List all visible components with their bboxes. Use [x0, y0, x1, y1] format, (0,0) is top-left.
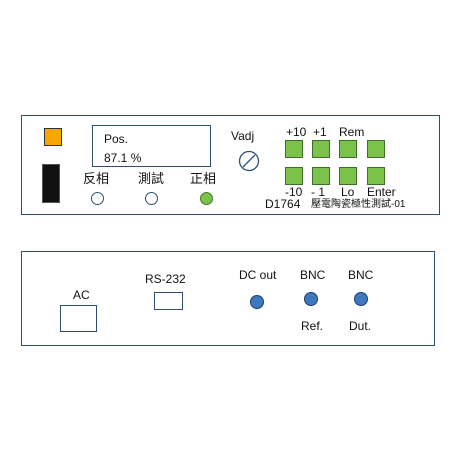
mode-led-reverse — [91, 192, 104, 205]
bnc-ref-connector[interactable] — [304, 292, 318, 306]
ac-label: AC — [73, 288, 90, 302]
key-minus1[interactable] — [312, 167, 330, 185]
bnc-dut-connector[interactable] — [354, 292, 368, 306]
mode-label-test: 測試 — [138, 171, 165, 186]
vadj-label: Vadj — [231, 129, 255, 143]
key-label-enter: Enter — [367, 185, 396, 199]
bnc-dut-sublabel: Dut. — [349, 319, 372, 333]
key-label-rem: Rem — [339, 125, 365, 139]
display-line1: Pos. — [104, 132, 129, 146]
ac-socket[interactable] — [60, 305, 97, 332]
key-label-minus10: -10 — [285, 185, 303, 199]
dc-out-connector[interactable] — [250, 295, 264, 309]
power-indicator — [44, 128, 62, 146]
key-label-plus10: +10 — [286, 125, 307, 139]
key-lo[interactable] — [339, 167, 357, 185]
bnc-dut-label: BNC — [348, 268, 374, 282]
model-description: 壓電陶瓷極性測試-01 — [311, 199, 406, 210]
bnc-ref-sublabel: Ref. — [301, 319, 324, 333]
key-label-minus1: - 1 — [311, 185, 326, 199]
rs232-label: RS-232 — [145, 272, 186, 286]
vadj-knob-icon[interactable] — [238, 150, 260, 172]
rear-panel: AC RS-232 DC out BNC Ref. BNC Dut. — [21, 251, 435, 346]
model-number: D1764 — [265, 197, 301, 211]
power-switch[interactable] — [42, 164, 60, 203]
key-label-plus1: +1 — [313, 125, 327, 139]
display-line2: 87.1 % — [104, 151, 142, 165]
rs232-port[interactable] — [154, 292, 183, 310]
mode-label-forward: 正相 — [190, 171, 217, 186]
key-enter[interactable] — [367, 167, 385, 185]
key-plus10[interactable] — [285, 140, 303, 158]
key-blank[interactable] — [367, 140, 385, 158]
mode-label-reverse: 反相 — [83, 171, 110, 186]
mode-led-forward — [200, 192, 213, 205]
key-minus10[interactable] — [285, 167, 303, 185]
key-rem[interactable] — [339, 140, 357, 158]
mode-led-test — [145, 192, 158, 205]
key-plus1[interactable] — [312, 140, 330, 158]
key-label-lo: Lo — [341, 185, 355, 199]
bnc-ref-label: BNC — [300, 268, 326, 282]
lcd-display: Pos. 87.1 % — [92, 125, 211, 167]
front-panel: Pos. 87.1 % 反相 測試 正相 Vadj +10 +1 Rem -10… — [21, 115, 440, 215]
dc-out-label: DC out — [239, 268, 277, 282]
